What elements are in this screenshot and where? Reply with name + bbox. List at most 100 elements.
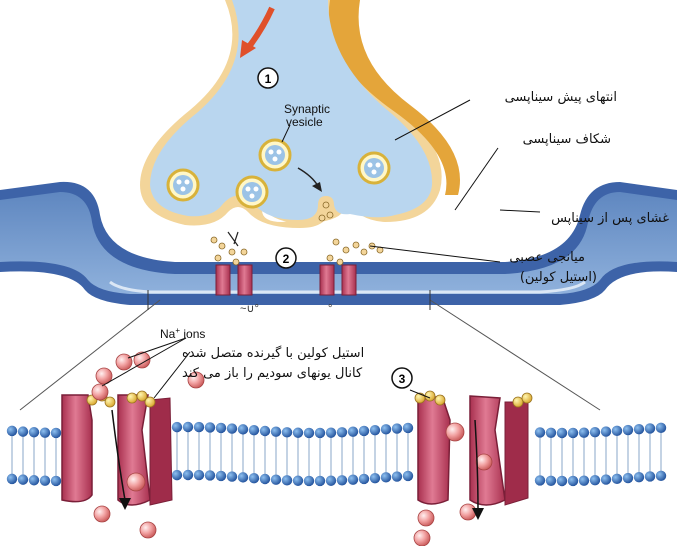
acetylcholine-label-1: استیل کولین با گیرنده متصل شده <box>182 346 364 361</box>
lipid-head <box>645 423 655 433</box>
lipid-head <box>18 426 28 436</box>
lipid-head <box>359 474 369 484</box>
lipid-head <box>205 470 215 480</box>
lipid-head <box>535 427 545 437</box>
vesicle <box>359 153 389 183</box>
lipid-head <box>194 422 204 432</box>
lipid-head <box>293 428 303 438</box>
lipid-head <box>18 474 28 484</box>
lipid-head <box>326 428 336 438</box>
neurotransmitter-label-2: (استیل کولین) <box>520 270 597 285</box>
na-ions-label: Na+ ions <box>160 326 205 341</box>
lipid-head <box>601 474 611 484</box>
lipid-head <box>282 427 292 437</box>
lipid-head <box>29 475 39 485</box>
lipid-head <box>315 428 325 438</box>
lipid-head <box>183 470 193 480</box>
lipid-head <box>205 422 215 432</box>
lipid-head <box>348 426 358 436</box>
lipid-head <box>645 471 655 481</box>
lipid-head <box>348 474 358 484</box>
lipid-head <box>590 475 600 485</box>
lipid-head <box>403 471 413 481</box>
lipid-head <box>612 426 622 436</box>
lipid-head <box>7 474 17 484</box>
lipid-head <box>172 422 182 432</box>
lipid-head <box>40 428 50 438</box>
lipid-head <box>227 423 237 433</box>
lipid-head <box>359 426 369 436</box>
vesicle <box>168 170 198 200</box>
lipid-head <box>337 475 347 485</box>
step-3-label: 3 <box>399 372 406 386</box>
lipid-head <box>590 427 600 437</box>
lipid-head <box>557 476 567 486</box>
lipid-head <box>271 427 281 437</box>
lipid-head <box>392 423 402 433</box>
svg-text:°: ° <box>328 303 332 315</box>
lipid-head <box>612 474 622 484</box>
ion-channel-right <box>418 396 528 505</box>
lipid-head <box>194 470 204 480</box>
lipid-head <box>40 476 50 486</box>
lipid-head <box>381 472 391 482</box>
step-1-label: 1 <box>265 72 272 86</box>
synaptic-vesicle-label-1: Synaptic <box>284 102 330 116</box>
lipid-head <box>51 428 61 438</box>
lipid-head <box>238 424 248 434</box>
lipid-head <box>249 425 259 435</box>
acetylcholine-bound <box>87 391 532 407</box>
lipid-head <box>227 471 237 481</box>
lipid-head <box>282 475 292 485</box>
lipid-head <box>403 423 413 433</box>
lipid-head <box>271 475 281 485</box>
lipid-head <box>568 476 578 486</box>
lipid-head <box>293 476 303 486</box>
lipid-head <box>392 471 402 481</box>
synaptic-cleft-label: شکاف سیناپسی <box>523 132 611 147</box>
step-1-marker: 1 <box>258 68 278 88</box>
lipid-head <box>238 472 248 482</box>
lipid-head <box>172 470 182 480</box>
lipid-head <box>546 428 556 438</box>
lipid-head <box>601 426 611 436</box>
lipid-head <box>304 428 314 438</box>
lipid-head <box>656 471 666 481</box>
svg-text:~∪°: ~∪° <box>240 303 259 315</box>
lipid-head <box>260 426 270 436</box>
lipid-head <box>623 473 633 483</box>
lipid-head <box>29 427 39 437</box>
step-3-marker: 3 <box>392 368 412 388</box>
lipid-head <box>337 427 347 437</box>
step-2-marker: 2 <box>276 248 296 268</box>
lipid-head <box>634 472 644 482</box>
vesicle <box>237 177 267 207</box>
step-2-label: 2 <box>283 252 290 266</box>
lipid-head <box>623 425 633 435</box>
acetylcholine-label-2: کانال یونهای سودیم را باز می کند <box>182 366 362 381</box>
lipid-head <box>656 423 666 433</box>
lipid-head <box>51 476 61 486</box>
neurotransmitter-label-1: میانجی عصبی <box>509 250 585 265</box>
lipid-head <box>7 426 17 436</box>
lipid-head <box>535 475 545 485</box>
lipid-head <box>260 474 270 484</box>
lipid-head <box>546 476 556 486</box>
lipid-head <box>634 424 644 434</box>
postsynaptic-membrane-label: غشای پس از سیناپس <box>551 211 669 226</box>
lipid-head <box>216 423 226 433</box>
lipid-head <box>370 473 380 483</box>
lipid-head <box>216 471 226 481</box>
lipid-head <box>183 422 193 432</box>
vesicle <box>260 140 290 170</box>
lipid-head <box>249 473 259 483</box>
lipid-head <box>315 476 325 486</box>
lipid-head <box>568 428 578 438</box>
lipid-head <box>579 475 589 485</box>
lipid-head <box>326 476 336 486</box>
lipid-head <box>370 425 380 435</box>
lipid-head <box>557 428 567 438</box>
lipid-bilayer <box>7 422 666 486</box>
lipid-head <box>304 476 314 486</box>
synaptic-vesicle-label-2: vesicle <box>286 115 323 129</box>
